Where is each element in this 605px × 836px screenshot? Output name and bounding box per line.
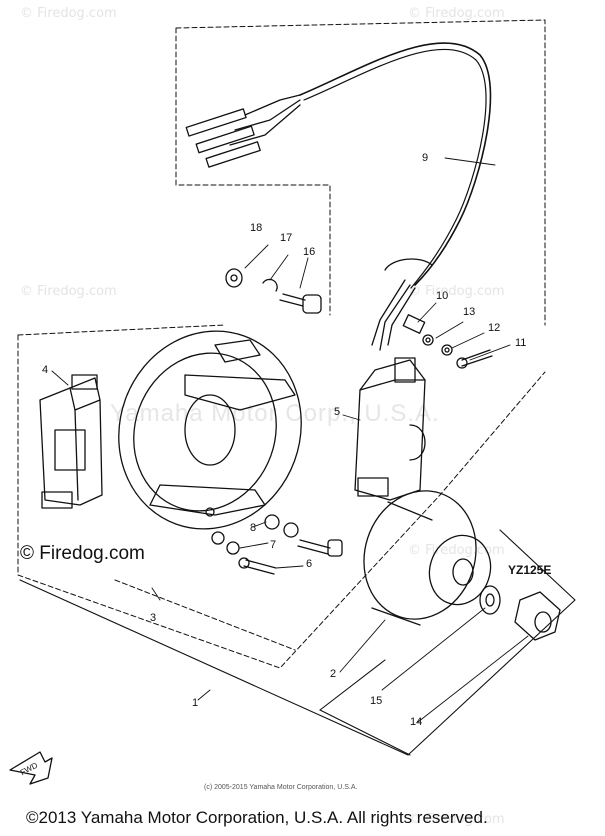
screw-6a xyxy=(297,539,343,557)
model-label: YZ125E xyxy=(508,563,552,577)
part-label-8: 8 xyxy=(250,522,257,534)
fwd-arrow-icon: FWD xyxy=(9,751,53,785)
part-label-17: 17 xyxy=(280,232,293,244)
washer-18 xyxy=(225,268,243,288)
part-label-5: 5 xyxy=(334,406,341,418)
stator-plate-3 xyxy=(118,330,302,530)
coil-5 xyxy=(354,357,426,501)
coil-4 xyxy=(39,374,103,509)
part-label-1: 1 xyxy=(192,697,199,709)
clamp-10 xyxy=(402,314,426,334)
part-label-11: 11 xyxy=(515,337,527,349)
watermark-top-left: © Firedog.com xyxy=(20,6,117,21)
lock-washer-17 xyxy=(262,278,278,292)
part-label-6: 6 xyxy=(306,558,313,570)
washer-15 xyxy=(479,585,501,615)
washer-8 xyxy=(264,514,299,538)
leader-lines xyxy=(51,157,529,723)
part-label-2: 2 xyxy=(330,668,337,680)
watermark-top-right: © Firedog.com xyxy=(408,6,505,21)
group-outline-main xyxy=(19,529,576,756)
washer-13 xyxy=(422,334,434,346)
watermark-low-right: © Firedog.com xyxy=(408,543,505,558)
part-label-12: 12 xyxy=(488,322,501,334)
part-label-16: 16 xyxy=(303,246,316,258)
rotor-2 xyxy=(363,490,492,626)
group-outline-stator xyxy=(17,324,546,669)
part-label-13: 13 xyxy=(463,306,476,318)
nut-14 xyxy=(514,591,561,641)
screw-6b xyxy=(238,557,277,575)
watermark-mid-right: © Firedog.com xyxy=(408,284,505,299)
part-label-9: 9 xyxy=(422,152,429,164)
part-label-14: 14 xyxy=(410,716,423,728)
part-label-18: 18 xyxy=(250,222,263,234)
part-label-10: 10 xyxy=(436,290,449,302)
main-copyright: ©2013 Yamaha Motor Corporation, U.S.A. A… xyxy=(26,808,488,827)
part-label-4: 4 xyxy=(42,364,49,376)
wire-harness xyxy=(185,42,492,351)
screw-16 xyxy=(279,293,322,314)
watermark-bottom-right: © Firedog.com xyxy=(408,812,505,827)
part-label-15: 15 xyxy=(370,695,383,707)
small-copyright: (c) 2005-2015 Yamaha Motor Corporation, … xyxy=(204,784,358,791)
washer-7 xyxy=(211,531,240,555)
washer-12 xyxy=(441,344,453,356)
watermark-firedog-left: © Firedog.com xyxy=(20,543,145,564)
part-label-7: 7 xyxy=(270,539,277,551)
group-outline-wire xyxy=(175,19,546,326)
watermark-mid-left: © Firedog.com xyxy=(20,284,117,299)
part-label-3: 3 xyxy=(150,612,157,624)
screw-11 xyxy=(456,349,493,369)
